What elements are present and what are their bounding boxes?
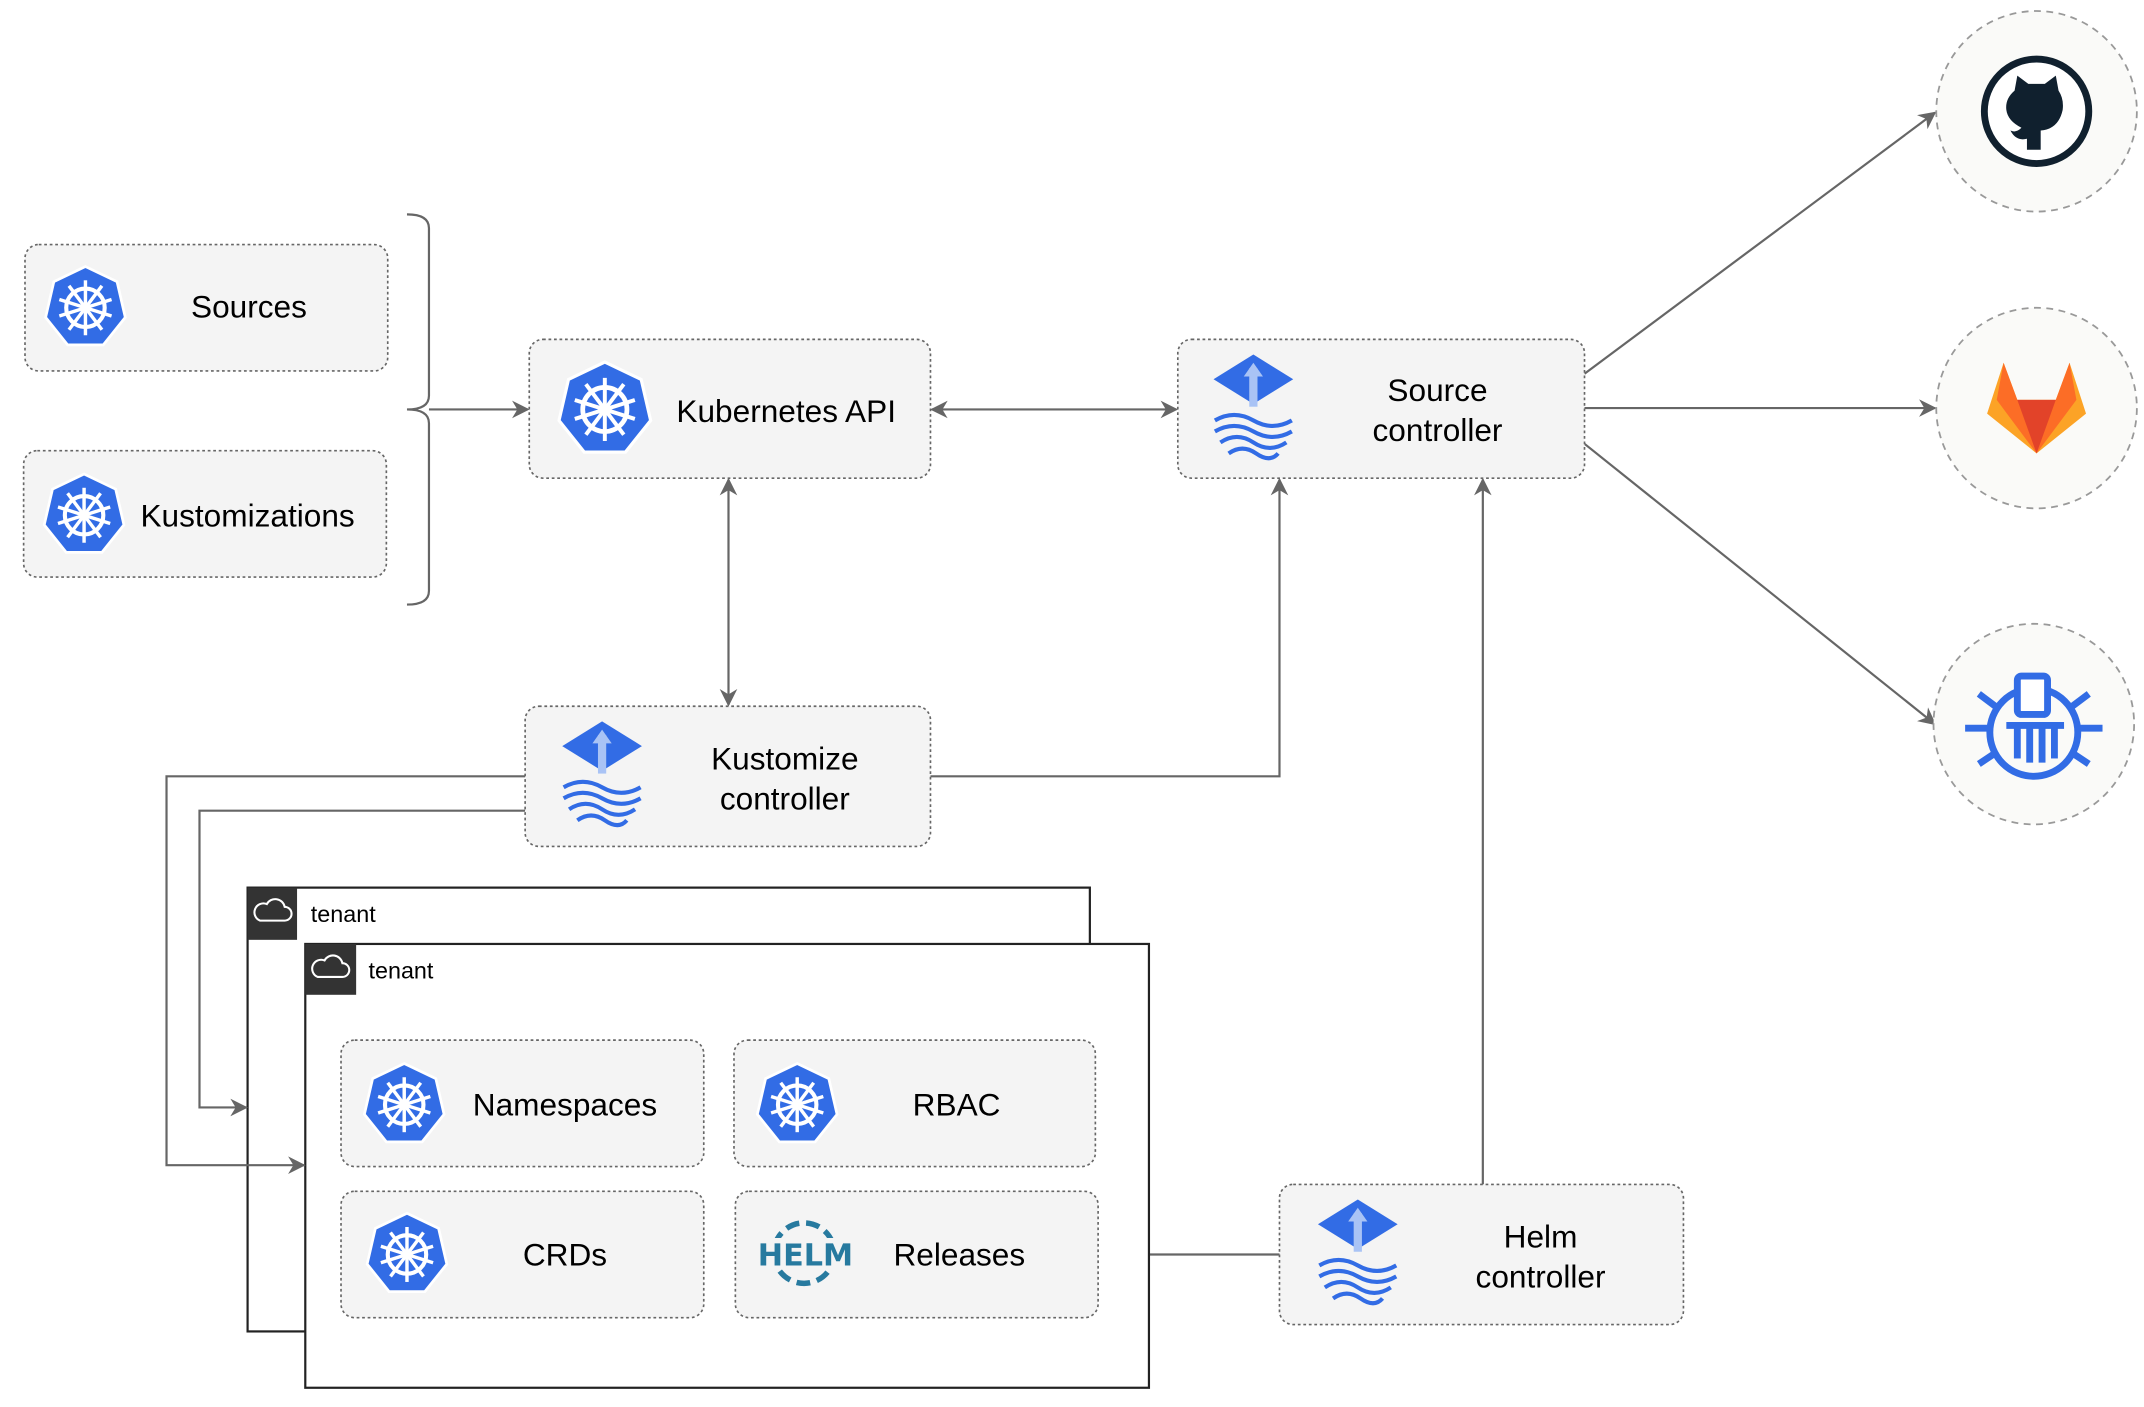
helm-repository-icon xyxy=(1965,672,2103,780)
edge-kustomize-to-source xyxy=(930,477,1289,778)
text-shape: Kubernetes API xyxy=(676,393,896,429)
node-sources[interactable]: Sources xyxy=(24,243,389,372)
node-releases[interactable]: HELM Releases xyxy=(734,1190,1099,1319)
rect-shape xyxy=(305,943,357,995)
github-source[interactable] xyxy=(1935,10,2138,213)
gitlab-icon xyxy=(1987,362,2087,454)
node-source-controller[interactable]: Source controller xyxy=(1176,338,1586,479)
rect-shape xyxy=(340,1190,705,1319)
text-shape: Helm xyxy=(1504,1219,1578,1255)
brace xyxy=(406,213,431,606)
tenant-label: tenant xyxy=(369,957,434,983)
tenant-label: tenant xyxy=(311,901,376,927)
text-shape: CRDs xyxy=(523,1236,607,1272)
line-shape xyxy=(1976,750,1998,767)
line-shape xyxy=(1976,691,1998,709)
line-shape xyxy=(2070,750,2091,767)
rect-shape xyxy=(340,1039,705,1168)
rect-shape xyxy=(24,243,389,372)
node-kubernetes-api[interactable]: Kubernetes API xyxy=(528,338,932,479)
rect-shape xyxy=(734,1190,1099,1319)
text-shape: controller xyxy=(1373,412,1503,448)
node-namespaces[interactable]: Namespaces xyxy=(340,1039,705,1168)
rect-shape xyxy=(733,1039,1097,1168)
path-shape xyxy=(2006,75,2063,150)
rect-shape xyxy=(1278,1183,1685,1326)
text-shape: Kustomize xyxy=(711,740,858,776)
rect-shape xyxy=(2013,672,2051,718)
text-shape: controller xyxy=(720,780,850,816)
rect-shape xyxy=(22,449,388,578)
text-shape: Namespaces xyxy=(473,1087,657,1123)
edge-kustomize-to-tenant-front xyxy=(165,775,526,1174)
text-shape: Sources xyxy=(191,288,307,324)
edge-source-to-helm-repo xyxy=(1583,442,1937,726)
node-kustomizations[interactable]: Kustomizations xyxy=(22,449,388,578)
text-shape: Source xyxy=(1387,372,1487,408)
polygon-shape xyxy=(2017,399,2056,454)
edge-kustomize-to-tenant-back xyxy=(198,809,526,1117)
node-crds[interactable]: CRDs xyxy=(340,1190,705,1319)
text-shape: Releases xyxy=(893,1236,1025,1272)
rect-shape xyxy=(247,887,298,940)
node-kustomize-controller[interactable]: Kustomize controller xyxy=(524,705,932,848)
edge-source-to-github xyxy=(1583,111,1937,375)
text-shape: RBAC xyxy=(913,1087,1001,1123)
node-rbac[interactable]: RBAC xyxy=(733,1039,1097,1168)
rect-shape xyxy=(762,1237,849,1269)
github-icon xyxy=(1980,55,2093,167)
node-helm-controller[interactable]: Helm controller xyxy=(1278,1183,1685,1326)
text-shape: HELM xyxy=(758,1238,853,1273)
helm-icon: HELM xyxy=(758,1220,853,1287)
line-shape xyxy=(2070,691,2091,709)
text-shape: controller xyxy=(1476,1258,1606,1294)
text-shape: Kustomizations xyxy=(140,497,354,533)
helm-repository-source[interactable] xyxy=(1932,622,2136,826)
gitlab-source[interactable] xyxy=(1935,306,2138,510)
rect-shape xyxy=(1176,338,1586,479)
